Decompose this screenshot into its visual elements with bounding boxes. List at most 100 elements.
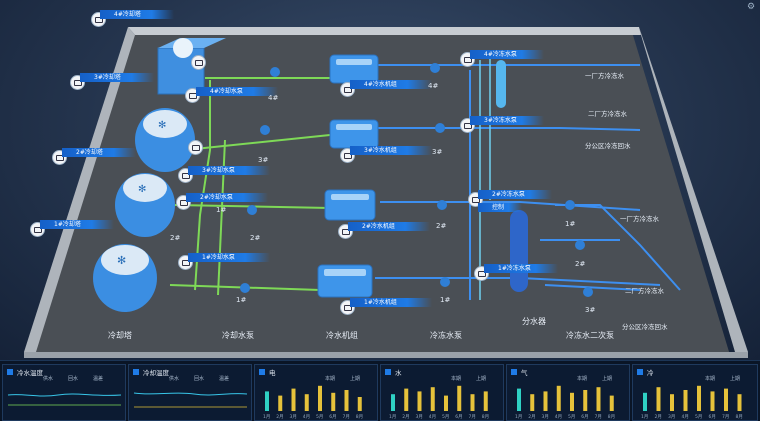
bar (470, 394, 475, 411)
x-tick-label: 6月 (581, 414, 588, 420)
legend-2: 上期 (602, 376, 613, 382)
x-tick-label: 1月 (515, 414, 522, 420)
x-tick-label: 8月 (482, 414, 489, 420)
secondary-pump-2-number: 2# (575, 260, 586, 268)
tower-1-number: 1# (216, 206, 227, 214)
x-tick-label: 7月 (469, 414, 476, 420)
cooling-tower-2: ✻ (115, 173, 175, 237)
panel-title: 冷水温度 (17, 369, 43, 377)
settings-icon[interactable]: ⚙ (746, 2, 756, 12)
buffer-tank (496, 60, 506, 108)
x-tick-label: 7月 (595, 414, 602, 420)
wall-left (24, 27, 135, 352)
tag-chiller4: 4#冷水机组 (350, 80, 432, 89)
pipe-label-1: 一厂方冷冻水 (585, 72, 624, 80)
x-tick-label: 5月 (695, 414, 702, 420)
x-tick-label: 2月 (655, 414, 662, 420)
tag-chiller2: 2#冷水机组 (348, 222, 430, 231)
tag-div3: 3#冷冻水泵 (470, 116, 544, 125)
x-tick-label: 2月 (402, 414, 409, 420)
x-tick-label: 3月 (668, 414, 675, 420)
wall-right (639, 27, 748, 352)
section-cooling-pump: 冷却水泵 (222, 331, 254, 340)
pumps (240, 63, 593, 297)
chiller2-status-icon[interactable] (338, 224, 353, 239)
x-tick-label: 1月 (641, 414, 648, 420)
bar (404, 388, 409, 411)
bar (278, 395, 283, 411)
cooling-pipes (169, 77, 331, 296)
secondary-pump-1-number: 1# (565, 220, 576, 228)
bar (304, 394, 309, 411)
svg-text:✻: ✻ (138, 184, 146, 195)
plant-diagram: ✻ ✻ ✻ (24, 27, 748, 358)
bar (483, 391, 488, 411)
x-tick-label: 4月 (555, 414, 562, 420)
bar (417, 391, 422, 411)
bar (318, 385, 322, 411)
x-tick-label: 6月 (329, 414, 336, 420)
legend-1: 供水 (43, 376, 54, 382)
bar (643, 392, 647, 411)
x-tick-label: 7月 (343, 414, 350, 420)
tag-div2: 2#冷冻水泵 (478, 190, 552, 199)
x-tick-label: 6月 (709, 414, 716, 420)
x-tick-label: 5月 (316, 414, 323, 420)
pipe-label-2: 二厂方冷冻水 (588, 110, 627, 118)
chilled-pump-1-number: 1# (440, 296, 451, 304)
tower-2-number: 2# (170, 234, 181, 242)
x-tick-label: 4月 (682, 414, 689, 420)
cooling-pump-1-number: 1# (236, 296, 247, 304)
legend-2: 上期 (476, 376, 487, 382)
bar (583, 390, 588, 411)
x-tick-label: 3月 (542, 414, 549, 420)
panel-title: 气 (521, 369, 528, 377)
x-tick-label: 8月 (736, 414, 743, 420)
chilled-pump-3-number: 3# (432, 148, 443, 156)
bar (357, 397, 362, 411)
bar (517, 388, 521, 411)
x-tick-label: 2月 (276, 414, 283, 420)
bar (737, 394, 742, 411)
cooling-pump-4-number: 4# (268, 94, 279, 102)
bar (656, 387, 661, 411)
x-tick-label: 8月 (356, 414, 363, 420)
bar (543, 391, 548, 411)
x-tick-label: 4月 (303, 414, 310, 420)
tag-tower3: 3#冷却塔 (80, 73, 154, 82)
cooling-pump-3-number: 3# (258, 156, 269, 164)
pump3-status-icon[interactable] (188, 140, 203, 155)
bar (710, 391, 715, 411)
bar (670, 394, 674, 411)
tag-tower2: 2#冷却塔 (62, 148, 136, 157)
panel-chilled-temp[interactable]: 冷水温度 供水 回水 温差 (2, 364, 126, 421)
pipe-label-5: 二厂方冷冻水 (625, 287, 664, 295)
bar (530, 394, 535, 411)
panel-cooling-temp[interactable]: 冷却温度 供水 回水 温差 (128, 364, 252, 421)
pipe-label-3: 分公区冷冻回水 (585, 142, 631, 150)
x-tick-label: 3月 (290, 414, 297, 420)
plant-scene: ✻ ✻ ✻ (0, 0, 760, 360)
pipe-label-6: 分公区冷冻回水 (622, 323, 668, 331)
svg-text:✻: ✻ (158, 120, 166, 131)
bar (444, 395, 448, 411)
tower-fan-icon[interactable] (191, 55, 206, 70)
x-tick-label: 3月 (416, 414, 423, 420)
bar (391, 394, 395, 411)
tag-pump1: 1#冷却水泵 (188, 253, 270, 262)
section-chiller: 冷水机组 (326, 331, 358, 340)
bar (596, 387, 601, 411)
legend-2: 回水 (194, 376, 205, 382)
tag-pump2: 2#冷却水泵 (186, 193, 268, 202)
tag-tower4: 4#冷却塔 (100, 10, 174, 19)
bar (556, 385, 561, 411)
legend-3: 温差 (219, 376, 230, 382)
x-tick-label: 1月 (263, 414, 270, 420)
tag-pump4: 4#冷却水泵 (196, 87, 278, 96)
x-tick-label: 7月 (722, 414, 729, 420)
